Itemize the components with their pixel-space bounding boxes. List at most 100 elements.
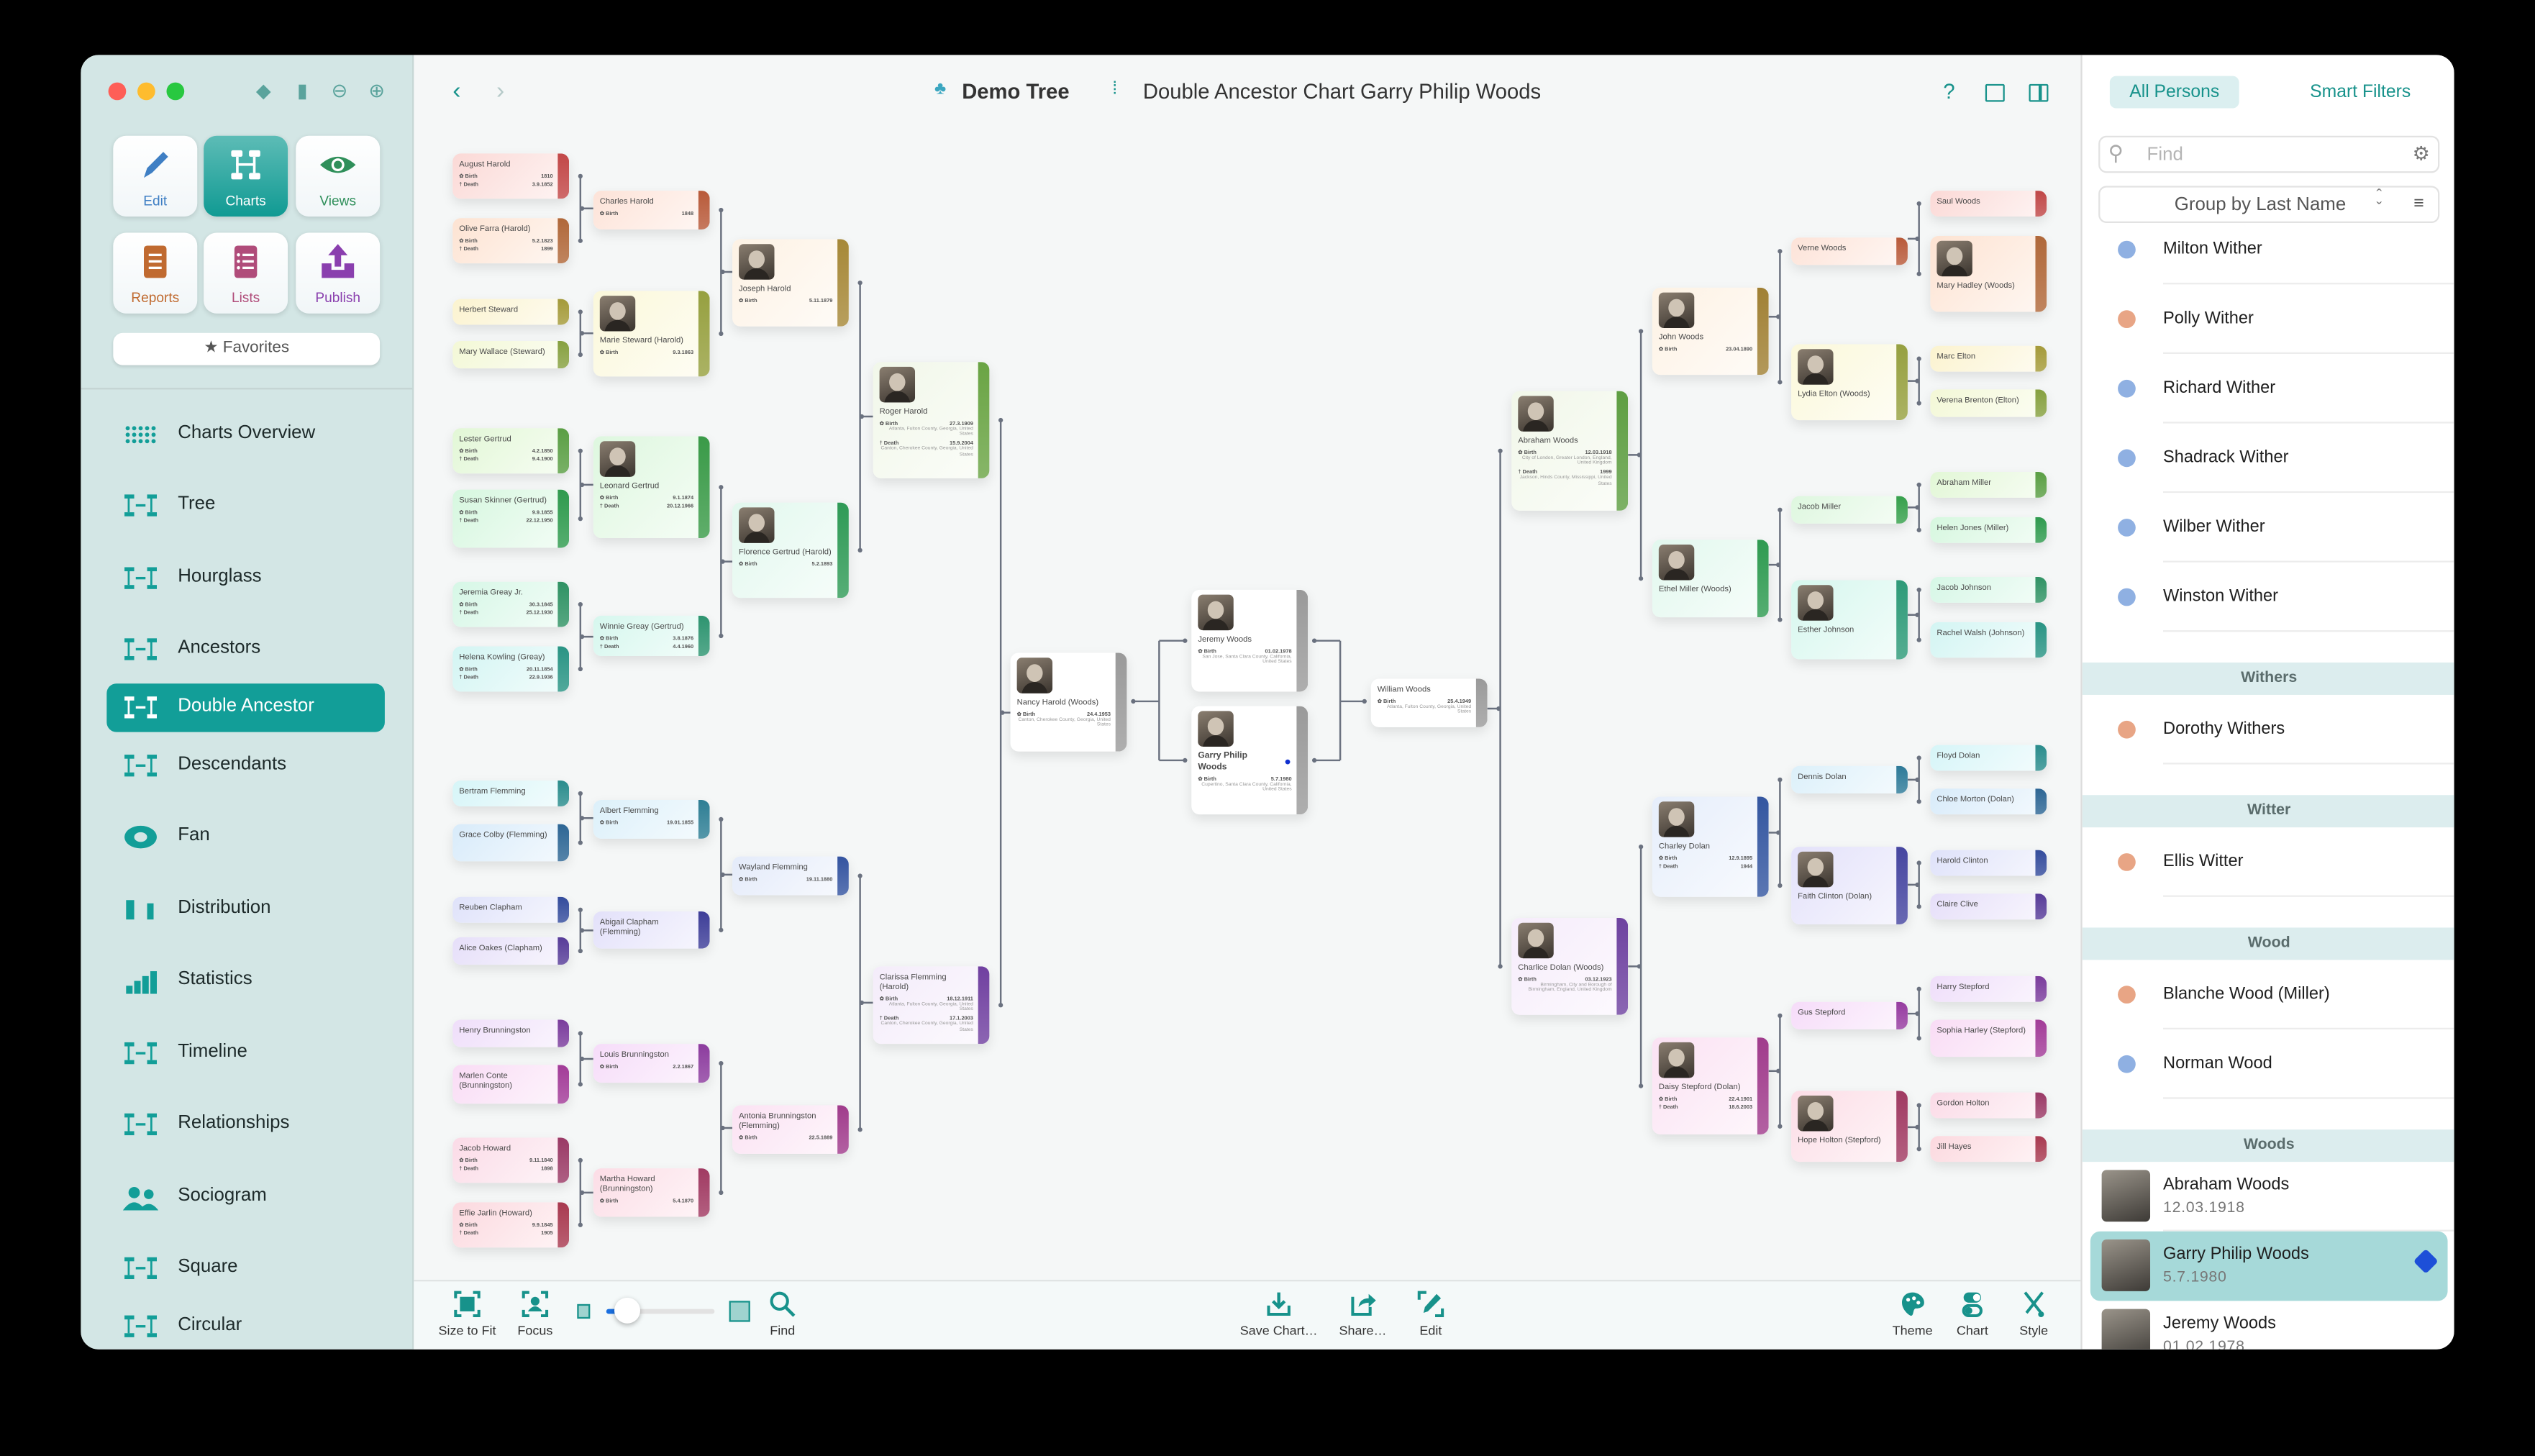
list-item[interactable]: Milton Wither <box>2083 229 2454 285</box>
list-item[interactable]: Dorothy Withers <box>2083 695 2454 765</box>
person-card[interactable]: Helen Jones (Miller) <box>1930 517 2047 543</box>
person-card[interactable]: Lydia Elton (Woods) <box>1791 344 1908 421</box>
sidebar-item-square[interactable]: Square <box>106 1245 385 1293</box>
person-card[interactable]: Harry Stepford <box>1930 975 2047 1002</box>
zoom-slider-knob[interactable] <box>614 1297 641 1324</box>
sidebar-item-fan[interactable]: Fan <box>106 813 385 861</box>
person-card[interactable]: Alice Oakes (Clapham) <box>452 937 570 965</box>
person-card[interactable]: Rachel Walsh (Johnson) <box>1930 622 2047 658</box>
person-card[interactable]: Jacob Johnson <box>1930 576 2047 603</box>
person-card[interactable]: Hope Holton (Stepford) <box>1791 1091 1908 1162</box>
sort-icon[interactable]: ≡ <box>2413 194 2424 214</box>
lists-button[interactable]: Lists <box>204 232 288 314</box>
help-icon[interactable]: ? <box>1943 79 1955 104</box>
person-card[interactable]: Claire Clive <box>1930 893 2047 920</box>
share-button[interactable]: Share… <box>1314 1290 1411 1338</box>
person-card[interactable]: Ethel Miller (Woods) <box>1652 540 1769 618</box>
person-card[interactable]: Abigail Clapham (Flemming) <box>593 911 710 949</box>
person-card[interactable]: Chloe Morton (Dolan) <box>1930 788 2047 815</box>
forward-chevron-icon[interactable]: › <box>496 77 505 106</box>
views-button[interactable]: Views <box>296 135 381 217</box>
person-card[interactable]: Dennis Dolan <box>1791 765 1908 793</box>
back-chevron-icon[interactable]: ‹ <box>452 77 461 106</box>
list-item[interactable]: Blanche Wood (Miller) <box>2083 960 2454 1029</box>
chart-button[interactable]: Chart <box>1924 1290 2021 1338</box>
close-button[interactable] <box>108 82 127 101</box>
sidebar-item-sociogram[interactable]: Sociogram <box>106 1173 385 1221</box>
person-card[interactable]: Mary Wallace (Steward) <box>452 340 570 369</box>
edit-button[interactable]: Edit <box>113 135 198 217</box>
list-item[interactable]: Winston Wither <box>2083 563 2454 632</box>
zoom-button[interactable] <box>166 82 185 101</box>
person-card[interactable]: Floyd Dolan <box>1930 745 2047 771</box>
person-card[interactable]: Marc Elton <box>1930 345 2047 372</box>
person-card[interactable]: Reuben Clapham <box>452 896 570 923</box>
person-card[interactable]: Faith Clinton (Dolan) <box>1791 847 1908 924</box>
tab-all-persons[interactable]: All Persons <box>2109 76 2239 109</box>
focus-button[interactable]: Focus <box>486 1290 583 1338</box>
sidebar-item-hourglass[interactable]: Hourglass <box>106 555 385 603</box>
save-chart-button[interactable]: Save Chart… <box>1230 1290 1327 1338</box>
person-card[interactable]: Verena Brenton (Elton) <box>1930 389 2047 417</box>
sidebar-item-descendants[interactable]: Descendants <box>106 742 385 790</box>
bookmark-icon[interactable]: ▮ <box>296 79 308 102</box>
gear-icon[interactable]: ⚙ <box>2412 142 2430 165</box>
sidebar-item-ancestors[interactable]: Ancestors <box>106 625 385 673</box>
list-item[interactable]: Wilber Wither <box>2083 493 2454 563</box>
person-card[interactable]: Gus Stepford <box>1791 1001 1908 1029</box>
bookmark-tag-icon[interactable] <box>2413 1248 2439 1274</box>
person-card[interactable]: Verne Woods <box>1791 237 1908 265</box>
person-card[interactable]: Sophia Harley (Stepford) <box>1930 1019 2047 1057</box>
person-card[interactable]: Marlen Conte (Brunningston) <box>452 1065 570 1104</box>
edit-button[interactable]: Edit <box>1383 1290 1480 1338</box>
theme-button[interactable]: Theme <box>1864 1290 1961 1338</box>
search-input[interactable]: Find <box>2147 145 2183 165</box>
person-card[interactable]: Bertram Flemming <box>452 781 570 806</box>
list-item[interactable]: Shadrack Wither <box>2083 424 2454 493</box>
history-icon[interactable]: ⊖ <box>331 79 348 102</box>
add-tree-icon[interactable]: ⊕ <box>368 79 385 102</box>
charts-button[interactable]: Charts <box>204 135 288 217</box>
list-item[interactable]: Polly Wither <box>2083 284 2454 354</box>
sidebar-item-timeline[interactable]: Timeline <box>106 1029 385 1078</box>
favorites-button[interactable]: ★ Favorites <box>113 332 381 365</box>
sidebar-item-tree[interactable]: Tree <box>106 481 385 529</box>
person-card[interactable]: Mary Hadley (Woods) <box>1930 235 2047 312</box>
window-icon[interactable] <box>1985 83 2005 102</box>
style-button[interactable]: Style <box>1985 1290 2083 1338</box>
sidebar-toggle-icon[interactable] <box>2029 83 2049 102</box>
sidebar-item-distribution[interactable]: Distribution <box>106 886 385 934</box>
person-card[interactable]: Herbert Steward <box>452 299 570 325</box>
find-button[interactable]: Find <box>734 1290 831 1338</box>
person-card[interactable]: Gordon Holton <box>1930 1092 2047 1119</box>
sidebar-item-double-ancestor[interactable]: Double Ancestor <box>106 683 385 732</box>
person-card[interactable]: Henry Brunningston <box>452 1019 570 1047</box>
person-card[interactable]: Jacob Miller <box>1791 496 1908 524</box>
